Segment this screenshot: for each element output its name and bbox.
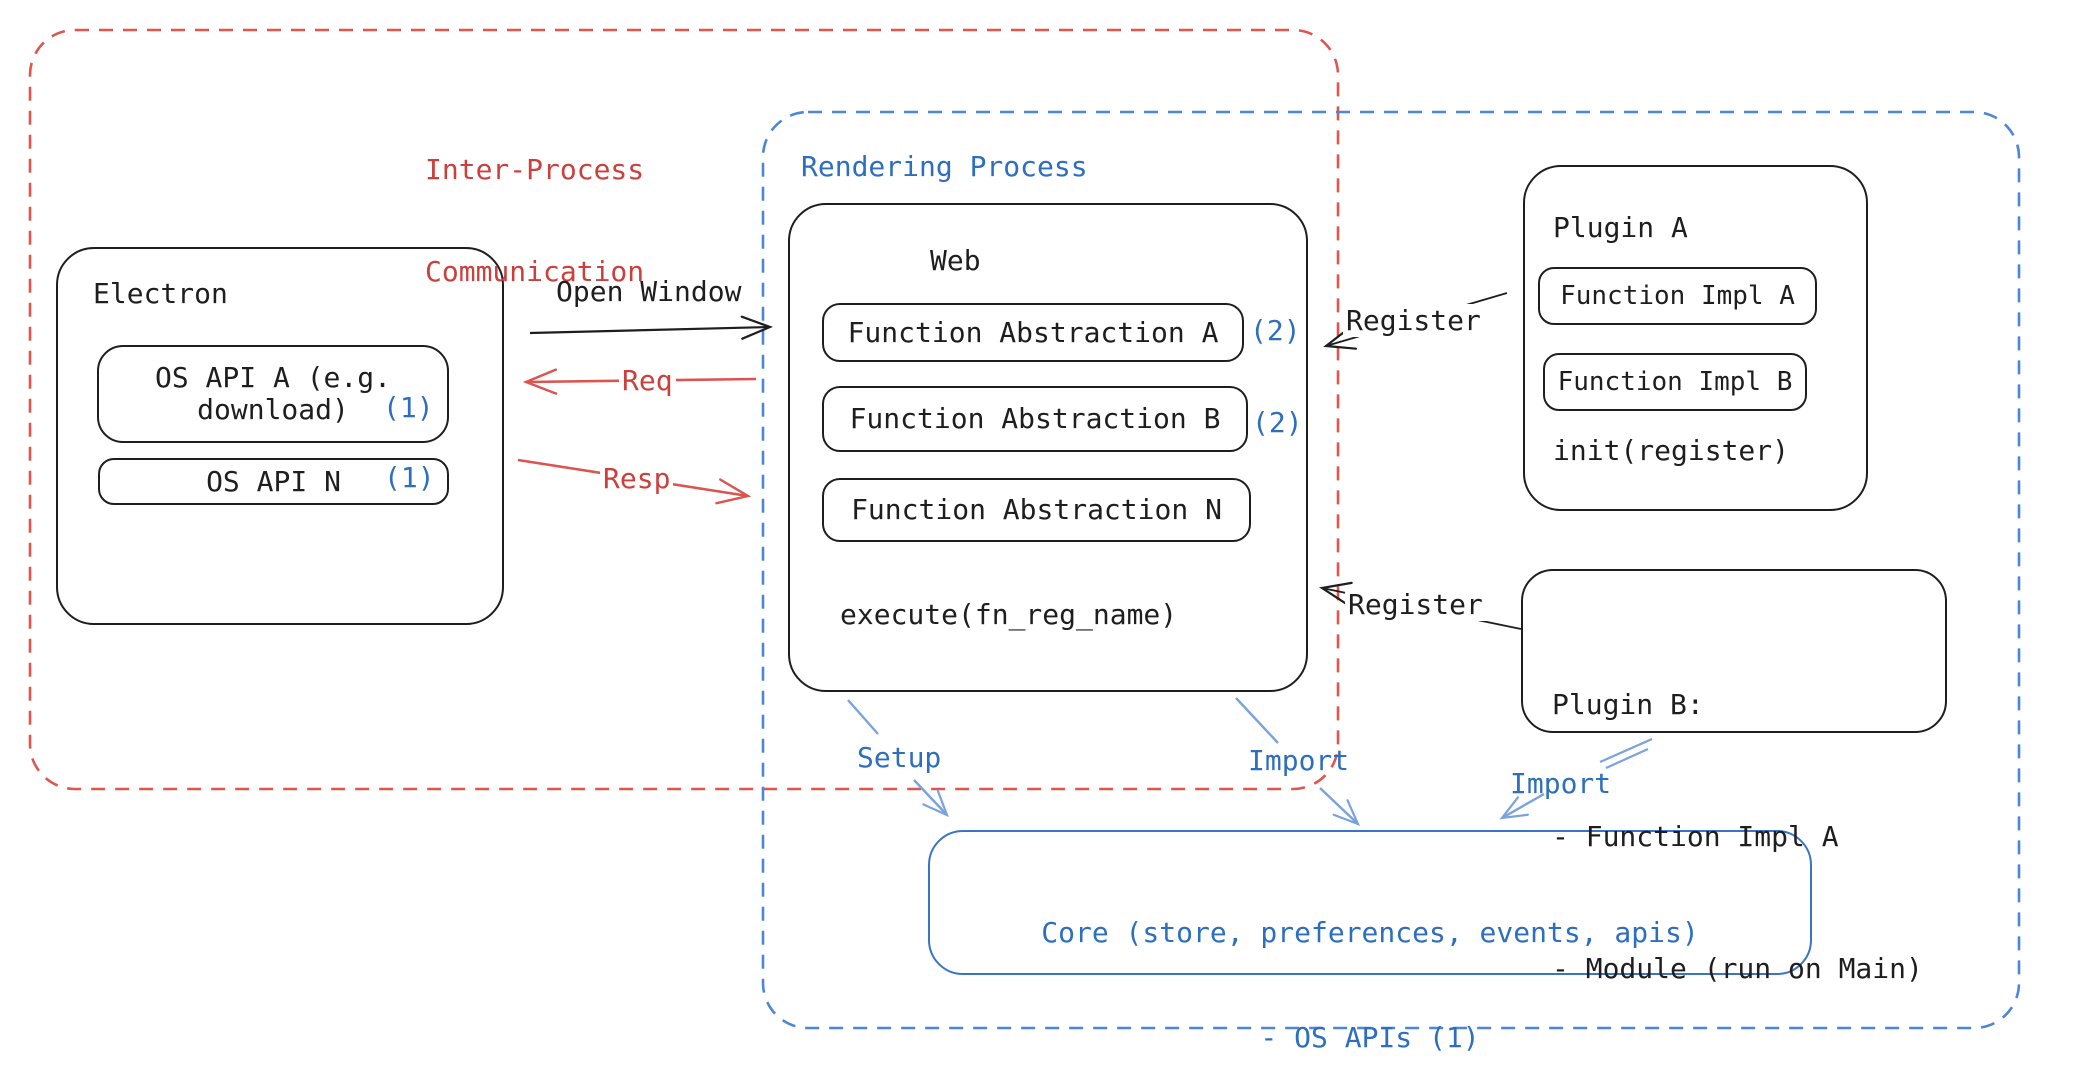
os-api-n-label: OS API N [206,464,341,498]
register-a-label: Register [1343,304,1484,337]
function-abstraction-b-badge: (2) [1252,406,1303,439]
import-plugin-arrow-upper-2 [1605,747,1649,770]
function-impl-b-label: Function Impl B [1557,367,1793,397]
import-plugin-label: Import [1510,767,1612,800]
ipc-dashed-region [28,28,1340,791]
req-label: Req [619,364,676,397]
function-impl-a-box: Function Impl A [1538,267,1817,325]
core-os-apis-line: - OS APIs (1) [1260,1021,1480,1054]
function-abstraction-b-label: Function Abstraction B [849,402,1221,435]
import-plugin-arrow-upper-1 [1599,737,1653,764]
function-abstraction-a-label: Function Abstraction A [847,315,1219,349]
open-window-label: Open Window [556,275,742,308]
plugin-a-title: Plugin A [1553,211,1688,244]
function-abstraction-n-label: Function Abstraction N [851,493,1222,526]
register-b-label: Register [1345,588,1486,621]
plugin-b-title: Plugin B: [1552,688,1704,721]
function-abstraction-n-box: Function Abstraction N [822,478,1251,542]
core-title-line: Core (store, preferences, events, apis) [1041,916,1699,949]
os-api-a-badge: (1) [383,391,434,424]
os-api-a-box: OS API A (e.g. download) [97,345,449,443]
plugin-b-item-impl-a: - Function Impl A [1552,820,1839,853]
open-window-arrow [529,315,774,340]
setup-arrow-lower [913,779,949,818]
function-abstraction-a-box: Function Abstraction A [822,303,1244,362]
resp-label: Resp [600,462,674,495]
plugin-b-text: Plugin B: - Function Impl A - Module (ru… [1552,595,1923,1066]
function-impl-b-box: Function Impl B [1543,353,1807,411]
rendering-process-dashed-region [761,110,2021,1030]
plugin-b-box [1521,569,1947,733]
core-box [928,830,1812,975]
electron-title: Electron [93,277,228,310]
import-web-label: Import [1248,744,1350,777]
web-title: Web [930,244,981,277]
import-web-arrow-upper [1235,697,1279,744]
execute-label: execute(fn_reg_name) [840,598,1178,631]
core-text: Core (store, preferences, events, apis) … [928,845,1812,1066]
function-impl-a-label: Function Impl A [1560,281,1795,311]
plugin-b-item-module: - Module (run on Main) [1552,952,1923,985]
import-plugin-arrow-lower [1499,792,1545,820]
ipc-region-title: Inter-Process Communication [425,85,644,357]
setup-arrow-upper [847,699,879,735]
rendering-region-title: Rendering Process [801,150,1088,183]
os-api-a-label-line1: OS API A (e.g. [154,361,391,394]
ipc-title-line1: Inter-Process [425,153,645,186]
os-api-n-box: OS API N [98,458,449,505]
ipc-title-line2: Communication [425,255,645,288]
function-abstraction-b-box: Function Abstraction B [822,386,1248,452]
setup-label: Setup [857,741,942,774]
plugin-a-box [1523,165,1868,511]
os-api-a-label-line2: download) [197,393,349,426]
os-api-n-badge: (1) [384,461,435,494]
import-web-arrow-lower [1319,787,1361,826]
function-abstraction-a-badge: (2) [1250,314,1301,347]
init-register-label: init(register) [1553,434,1790,467]
